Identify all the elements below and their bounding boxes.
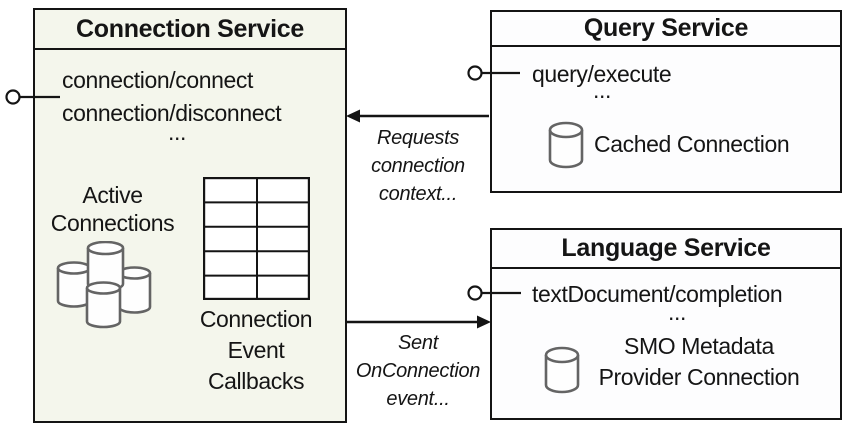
method-textdocument-completion: textDocument/completion <box>532 281 783 307</box>
active-connections-label: Active Connections <box>50 182 175 236</box>
query-service-header: Query Service <box>492 12 840 47</box>
sent-onconnection-arrow <box>347 315 491 329</box>
language-service-header: Language Service <box>492 230 840 269</box>
connection-service-header: Connection Service <box>35 10 345 50</box>
requests-connection-context-label: Requests connection context... <box>371 127 465 205</box>
table-grid-icon <box>203 177 310 300</box>
query-service-box: Query Service <box>490 10 842 193</box>
smo-metadata-provider-connection-label: SMO Metadata Provider Connection <box>598 333 800 390</box>
connection-service-title: Connection Service <box>76 14 304 43</box>
connection-event-callbacks-label: Connection Event Callbacks <box>199 306 313 394</box>
method-connection-disconnect: connection/disconnect <box>62 100 282 126</box>
cached-connection-database-icon <box>548 121 584 169</box>
query-service-title: Query Service <box>583 14 749 42</box>
method-query-execute: query/execute <box>532 61 672 87</box>
cached-connection-label: Cached Connection <box>594 131 790 157</box>
connection-methods-ellipsis: ... <box>168 119 186 145</box>
smo-connection-database-icon <box>544 346 580 394</box>
requests-connection-arrow <box>346 109 489 123</box>
method-connection-connect: connection/connect <box>62 67 253 93</box>
query-methods-ellipsis: ... <box>593 77 611 103</box>
language-methods-ellipsis: ... <box>668 299 686 325</box>
database-cluster-icon <box>56 241 152 331</box>
language-service-title: Language Service <box>561 234 771 262</box>
sent-onconnection-event-label: Sent OnConnection event... <box>355 332 481 410</box>
